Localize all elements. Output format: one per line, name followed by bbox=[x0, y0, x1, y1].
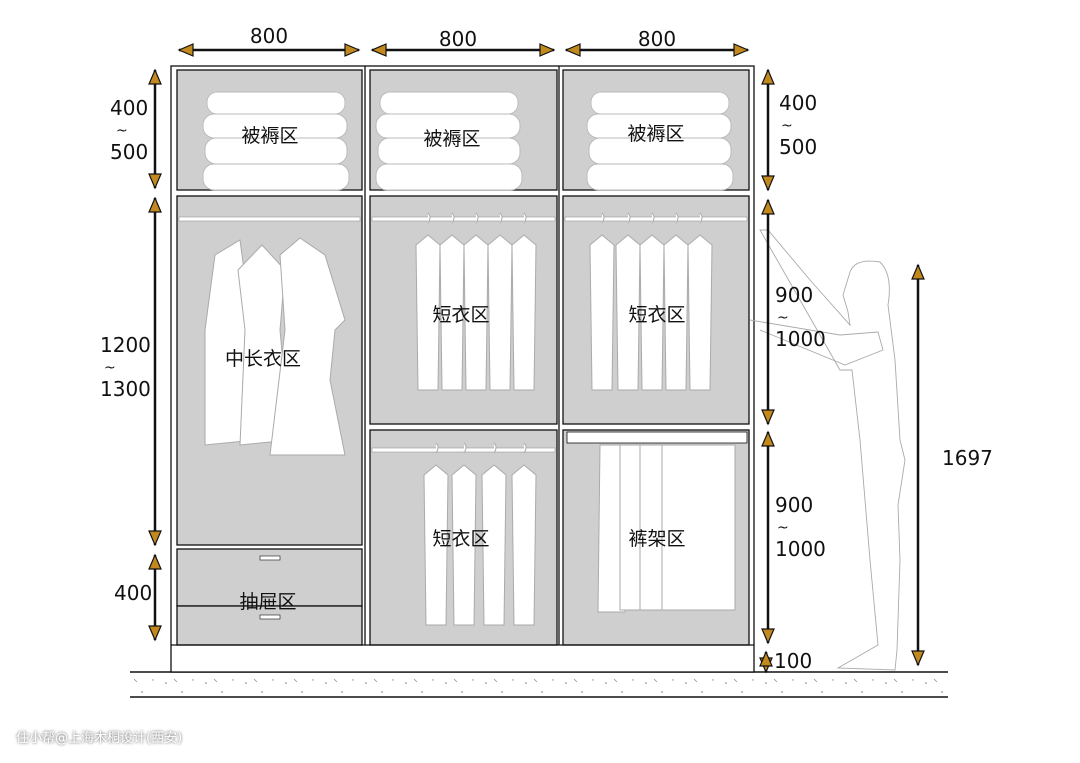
width-dim-3: 800 bbox=[638, 27, 676, 51]
right-dim-sep-3: ~ bbox=[777, 520, 789, 536]
dimension-arrow bbox=[148, 68, 162, 190]
zone-drawer: 抽屉区 bbox=[239, 591, 296, 613]
shirt-icon bbox=[511, 212, 537, 391]
arrowhead-icon bbox=[148, 625, 162, 642]
shirt-icon bbox=[415, 212, 441, 391]
shirt-icon bbox=[463, 212, 489, 391]
right-dim-bottom-1: 500 bbox=[779, 135, 817, 159]
zone-bedding-1: 被褥区 bbox=[241, 125, 298, 147]
dimension-arrow bbox=[370, 43, 556, 57]
dimension-arrow bbox=[911, 263, 925, 667]
shirt-icon bbox=[639, 212, 665, 391]
width-dim-2: 800 bbox=[439, 27, 477, 51]
right-dim-4: 100 bbox=[774, 649, 812, 673]
zone-bedding-2: 被褥区 bbox=[423, 128, 480, 150]
dimension-arrow bbox=[761, 430, 775, 645]
arrowhead-icon bbox=[539, 43, 556, 57]
floor bbox=[130, 671, 948, 698]
long-clothes bbox=[204, 237, 346, 456]
zone-bedding-3: 被褥区 bbox=[627, 123, 684, 145]
zone-short-clothes-1: 短衣区 bbox=[432, 304, 489, 326]
arrowhead-icon bbox=[761, 409, 775, 426]
arrowhead-icon bbox=[911, 263, 925, 280]
dimension-arrow bbox=[177, 43, 361, 57]
right-dim-sep-2: ~ bbox=[777, 310, 789, 326]
arrowhead-icon bbox=[761, 430, 775, 447]
dimension-arrow bbox=[761, 68, 775, 192]
left-dim-sep-1: ~ bbox=[116, 123, 128, 139]
zone-trousers: 裤架区 bbox=[628, 528, 685, 550]
dimension-arrow bbox=[148, 196, 162, 547]
dimension-arrows bbox=[148, 43, 925, 674]
shirt-icon bbox=[451, 442, 477, 626]
width-dim-1: 800 bbox=[250, 24, 288, 48]
arrowhead-icon bbox=[370, 43, 387, 57]
short-clothes bbox=[415, 212, 713, 626]
dimension-arrow bbox=[761, 198, 775, 426]
zone-long-clothes: 中长衣区 bbox=[225, 348, 301, 370]
shirt-icon bbox=[481, 442, 507, 626]
left-dim-sep-2: ~ bbox=[104, 360, 116, 376]
right-dim-bottom-2: 1000 bbox=[775, 327, 826, 351]
arrowhead-icon bbox=[761, 68, 775, 85]
arrowhead-icon bbox=[761, 198, 775, 215]
shirt-icon bbox=[511, 442, 537, 626]
bedding-stacks bbox=[202, 91, 734, 191]
right-dim-top-3: 900 bbox=[775, 493, 813, 517]
shirt-icon bbox=[615, 212, 641, 391]
left-dim-3: 400 bbox=[114, 581, 152, 605]
arrowhead-icon bbox=[148, 196, 162, 213]
arrowhead-icon bbox=[733, 43, 750, 57]
arrowhead-icon bbox=[148, 68, 162, 85]
right-dim-bottom-3: 1000 bbox=[775, 537, 826, 561]
left-dim-bottom-2: 1300 bbox=[100, 377, 151, 401]
left-dim-top-2: 1200 bbox=[100, 333, 151, 357]
person-arm-lower bbox=[749, 319, 884, 366]
shirt-icon bbox=[423, 442, 449, 626]
left-dim-top-1: 400 bbox=[110, 96, 148, 120]
shirt-icon bbox=[663, 212, 689, 391]
arrowhead-icon bbox=[564, 43, 581, 57]
arrowhead-icon bbox=[148, 173, 162, 190]
shirt-icon bbox=[439, 212, 465, 391]
dimension-arrow bbox=[564, 43, 750, 57]
shirt-icon bbox=[487, 212, 513, 391]
arrowhead-icon bbox=[148, 530, 162, 547]
trousers bbox=[597, 444, 736, 613]
dimension-arrow bbox=[759, 650, 773, 674]
arrowhead-icon bbox=[177, 43, 194, 57]
arrowhead-icon bbox=[148, 553, 162, 570]
hanging-rods bbox=[178, 216, 748, 453]
arrowhead-icon bbox=[344, 43, 361, 57]
shirt-icon bbox=[589, 212, 615, 391]
arrowhead-icon bbox=[761, 175, 775, 192]
dimension-arrow bbox=[148, 553, 162, 642]
arrowhead-icon bbox=[759, 650, 773, 667]
arrowhead-icon bbox=[911, 650, 925, 667]
zone-short-clothes-3: 短衣区 bbox=[432, 528, 489, 550]
right-dim-top-2: 900 bbox=[775, 283, 813, 307]
zone-short-clothes-2: 短衣区 bbox=[628, 304, 685, 326]
right-dim-top-1: 400 bbox=[779, 91, 817, 115]
person-silhouette bbox=[759, 229, 906, 671]
left-dim-bottom-1: 500 bbox=[110, 140, 148, 164]
person-height-dim: 1697 bbox=[942, 446, 993, 470]
right-dim-sep-1: ~ bbox=[781, 118, 793, 134]
shirt-icon bbox=[687, 212, 713, 391]
watermark: 住小帮@上海木桐设计(西安) bbox=[16, 731, 183, 746]
arrowhead-icon bbox=[761, 628, 775, 645]
